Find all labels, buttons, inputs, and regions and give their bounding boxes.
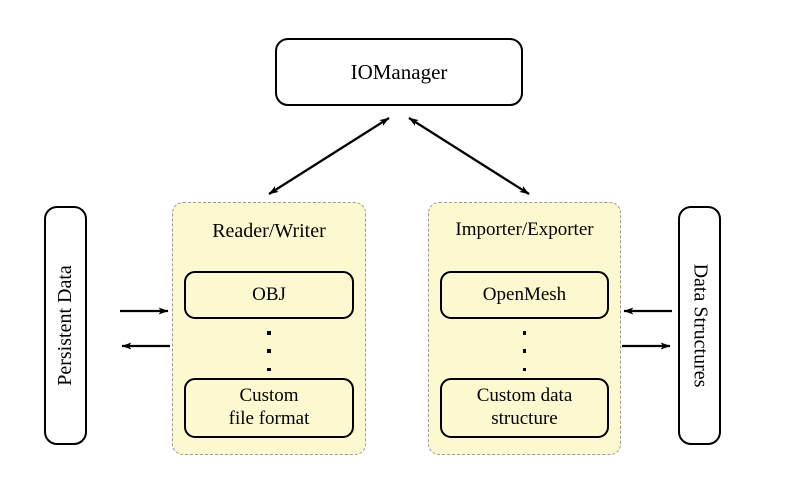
item-obj[interactable]: OBJ bbox=[184, 271, 354, 319]
group-importer-exporter[interactable]: Importer/Exporter OpenMesh Custom data s… bbox=[428, 202, 621, 455]
group-importer-exporter-title: Importer/Exporter bbox=[455, 219, 594, 240]
node-iomanager[interactable]: IOManager bbox=[275, 38, 523, 106]
item-custom-file-format-label: Custom file format bbox=[228, 385, 310, 429]
arrow-manager-to-importer-exporter bbox=[408, 117, 530, 195]
vertical-dots-icon bbox=[429, 331, 620, 371]
item-obj-label: OBJ bbox=[252, 283, 286, 305]
item-openmesh[interactable]: OpenMesh bbox=[440, 271, 609, 319]
group-reader-writer-title: Reader/Writer bbox=[212, 220, 326, 242]
item-custom-data-structure[interactable]: Custom data structure bbox=[440, 378, 609, 438]
node-data-structures[interactable]: Data Structures bbox=[678, 206, 721, 445]
group-reader-writer[interactable]: Reader/Writer OBJ Custom file format bbox=[172, 202, 366, 455]
item-openmesh-label: OpenMesh bbox=[482, 283, 567, 305]
vertical-dots-icon bbox=[173, 331, 365, 371]
data-structures-label: Data Structures bbox=[689, 263, 712, 388]
persistent-data-label: Persistent Data bbox=[54, 265, 76, 386]
item-custom-data-structure-label: Custom data structure bbox=[476, 385, 573, 429]
node-persistent-data[interactable]: Persistent Data bbox=[44, 206, 87, 445]
item-custom-file-format[interactable]: Custom file format bbox=[184, 378, 354, 438]
arrow-manager-to-reader-writer bbox=[268, 117, 390, 195]
iomanager-label: IOManager bbox=[350, 59, 448, 84]
